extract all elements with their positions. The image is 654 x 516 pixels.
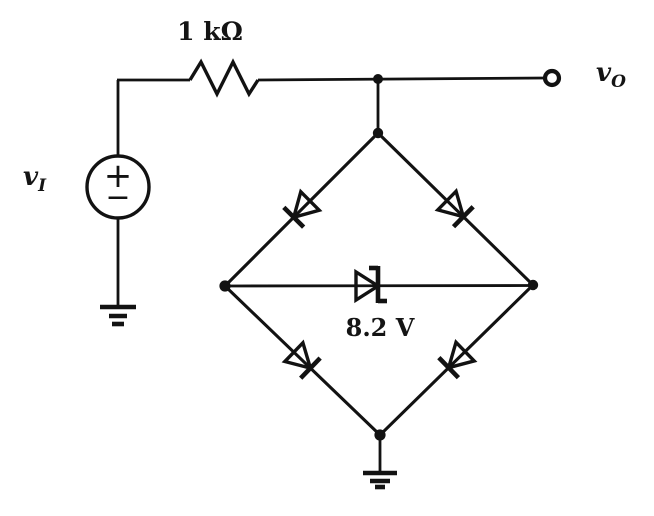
bridge-edge-lower-left xyxy=(223,284,382,437)
junction-dot xyxy=(219,280,231,292)
ground-symbol-left xyxy=(100,304,136,327)
output-voltage-label: vO xyxy=(596,58,626,92)
source-plus-sign: + xyxy=(104,156,133,196)
junction-dot xyxy=(527,279,539,291)
diode-upper-right-icon xyxy=(434,188,475,229)
resistor-symbol xyxy=(188,58,260,98)
input-voltage-subscript: I xyxy=(38,176,47,196)
junction-dot xyxy=(372,127,384,139)
bridge-edge-upper-right xyxy=(376,131,535,287)
diode-upper-left-icon xyxy=(282,188,323,229)
junction-dot xyxy=(374,429,386,441)
input-voltage-base: v xyxy=(23,162,39,192)
diode-lower-left-icon xyxy=(281,339,322,380)
output-voltage-base: v xyxy=(596,58,612,88)
wire-top-right xyxy=(257,76,546,82)
source-minus-sign: − xyxy=(105,180,130,215)
output-terminal xyxy=(542,68,562,88)
input-voltage-label: vI xyxy=(23,162,46,196)
output-voltage-subscript: O xyxy=(611,72,626,92)
bridge-edge-lower-right xyxy=(378,283,535,437)
zener-voltage-label: 8.2 V xyxy=(345,313,415,342)
resistor-label: 1 kΩ xyxy=(177,17,243,46)
junction-dot xyxy=(373,74,383,84)
ground-symbol-bottom xyxy=(363,470,397,490)
bridge-edge-upper-left xyxy=(223,131,380,288)
zener-diode-icon xyxy=(354,265,387,304)
diode-lower-right-icon xyxy=(437,339,478,380)
